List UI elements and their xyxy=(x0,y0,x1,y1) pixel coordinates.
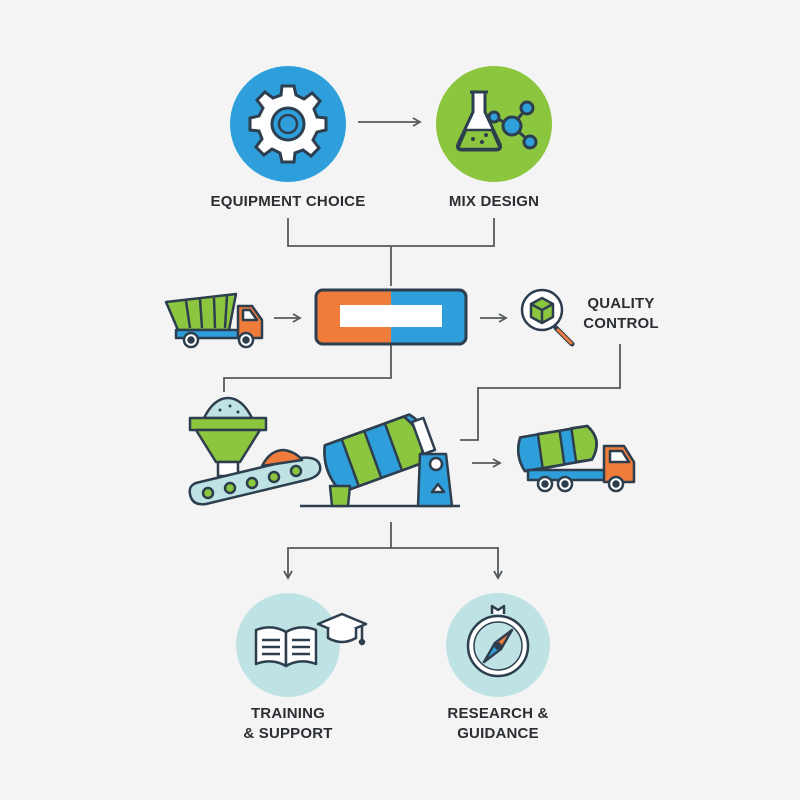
training-support-label: TRAINING & SUPPORT xyxy=(228,704,348,744)
mix-design-label: MIX DESIGN xyxy=(448,193,540,210)
quality-control-node xyxy=(520,288,575,347)
mix-design-node xyxy=(436,66,552,182)
training-support-label-line2: & SUPPORT xyxy=(243,725,333,742)
training-support-node xyxy=(236,593,368,697)
compass-icon xyxy=(466,604,530,678)
research-guidance-label: RESEARCH & GUIDANCE xyxy=(438,704,558,744)
control-panel-icon xyxy=(314,288,468,346)
equipment-choice-node xyxy=(230,66,346,182)
dump-truck-icon xyxy=(164,292,264,349)
connector-panel-to-plant xyxy=(223,344,392,392)
book-graduation-cap-icon xyxy=(254,612,368,668)
concrete-mixer-truck-icon xyxy=(516,424,636,493)
flask-molecule-icon xyxy=(456,90,538,152)
quality-control-label-line1: QUALITY xyxy=(587,295,655,312)
quality-control-label: QUALITY CONTROL xyxy=(576,294,666,334)
connector-top-merge xyxy=(287,218,495,247)
magnifier-cube-icon xyxy=(520,288,575,347)
connector-quality-to-plant xyxy=(460,344,621,441)
hopper-conveyor-mixer-icon xyxy=(188,396,460,508)
connectors xyxy=(223,117,621,580)
connector-plant-split xyxy=(283,522,392,580)
equipment-choice-label: EQUIPMENT CHOICE xyxy=(210,193,366,210)
training-support-label-line1: TRAINING xyxy=(250,705,326,722)
research-guidance-label-line2: GUIDANCE xyxy=(457,725,539,742)
quality-control-label-line2: CONTROL xyxy=(583,315,659,332)
research-guidance-node xyxy=(446,593,550,697)
research-guidance-label-line1: RESEARCH & xyxy=(447,705,549,722)
connector-plant-split-right xyxy=(391,547,503,580)
gear-icon xyxy=(248,84,328,164)
